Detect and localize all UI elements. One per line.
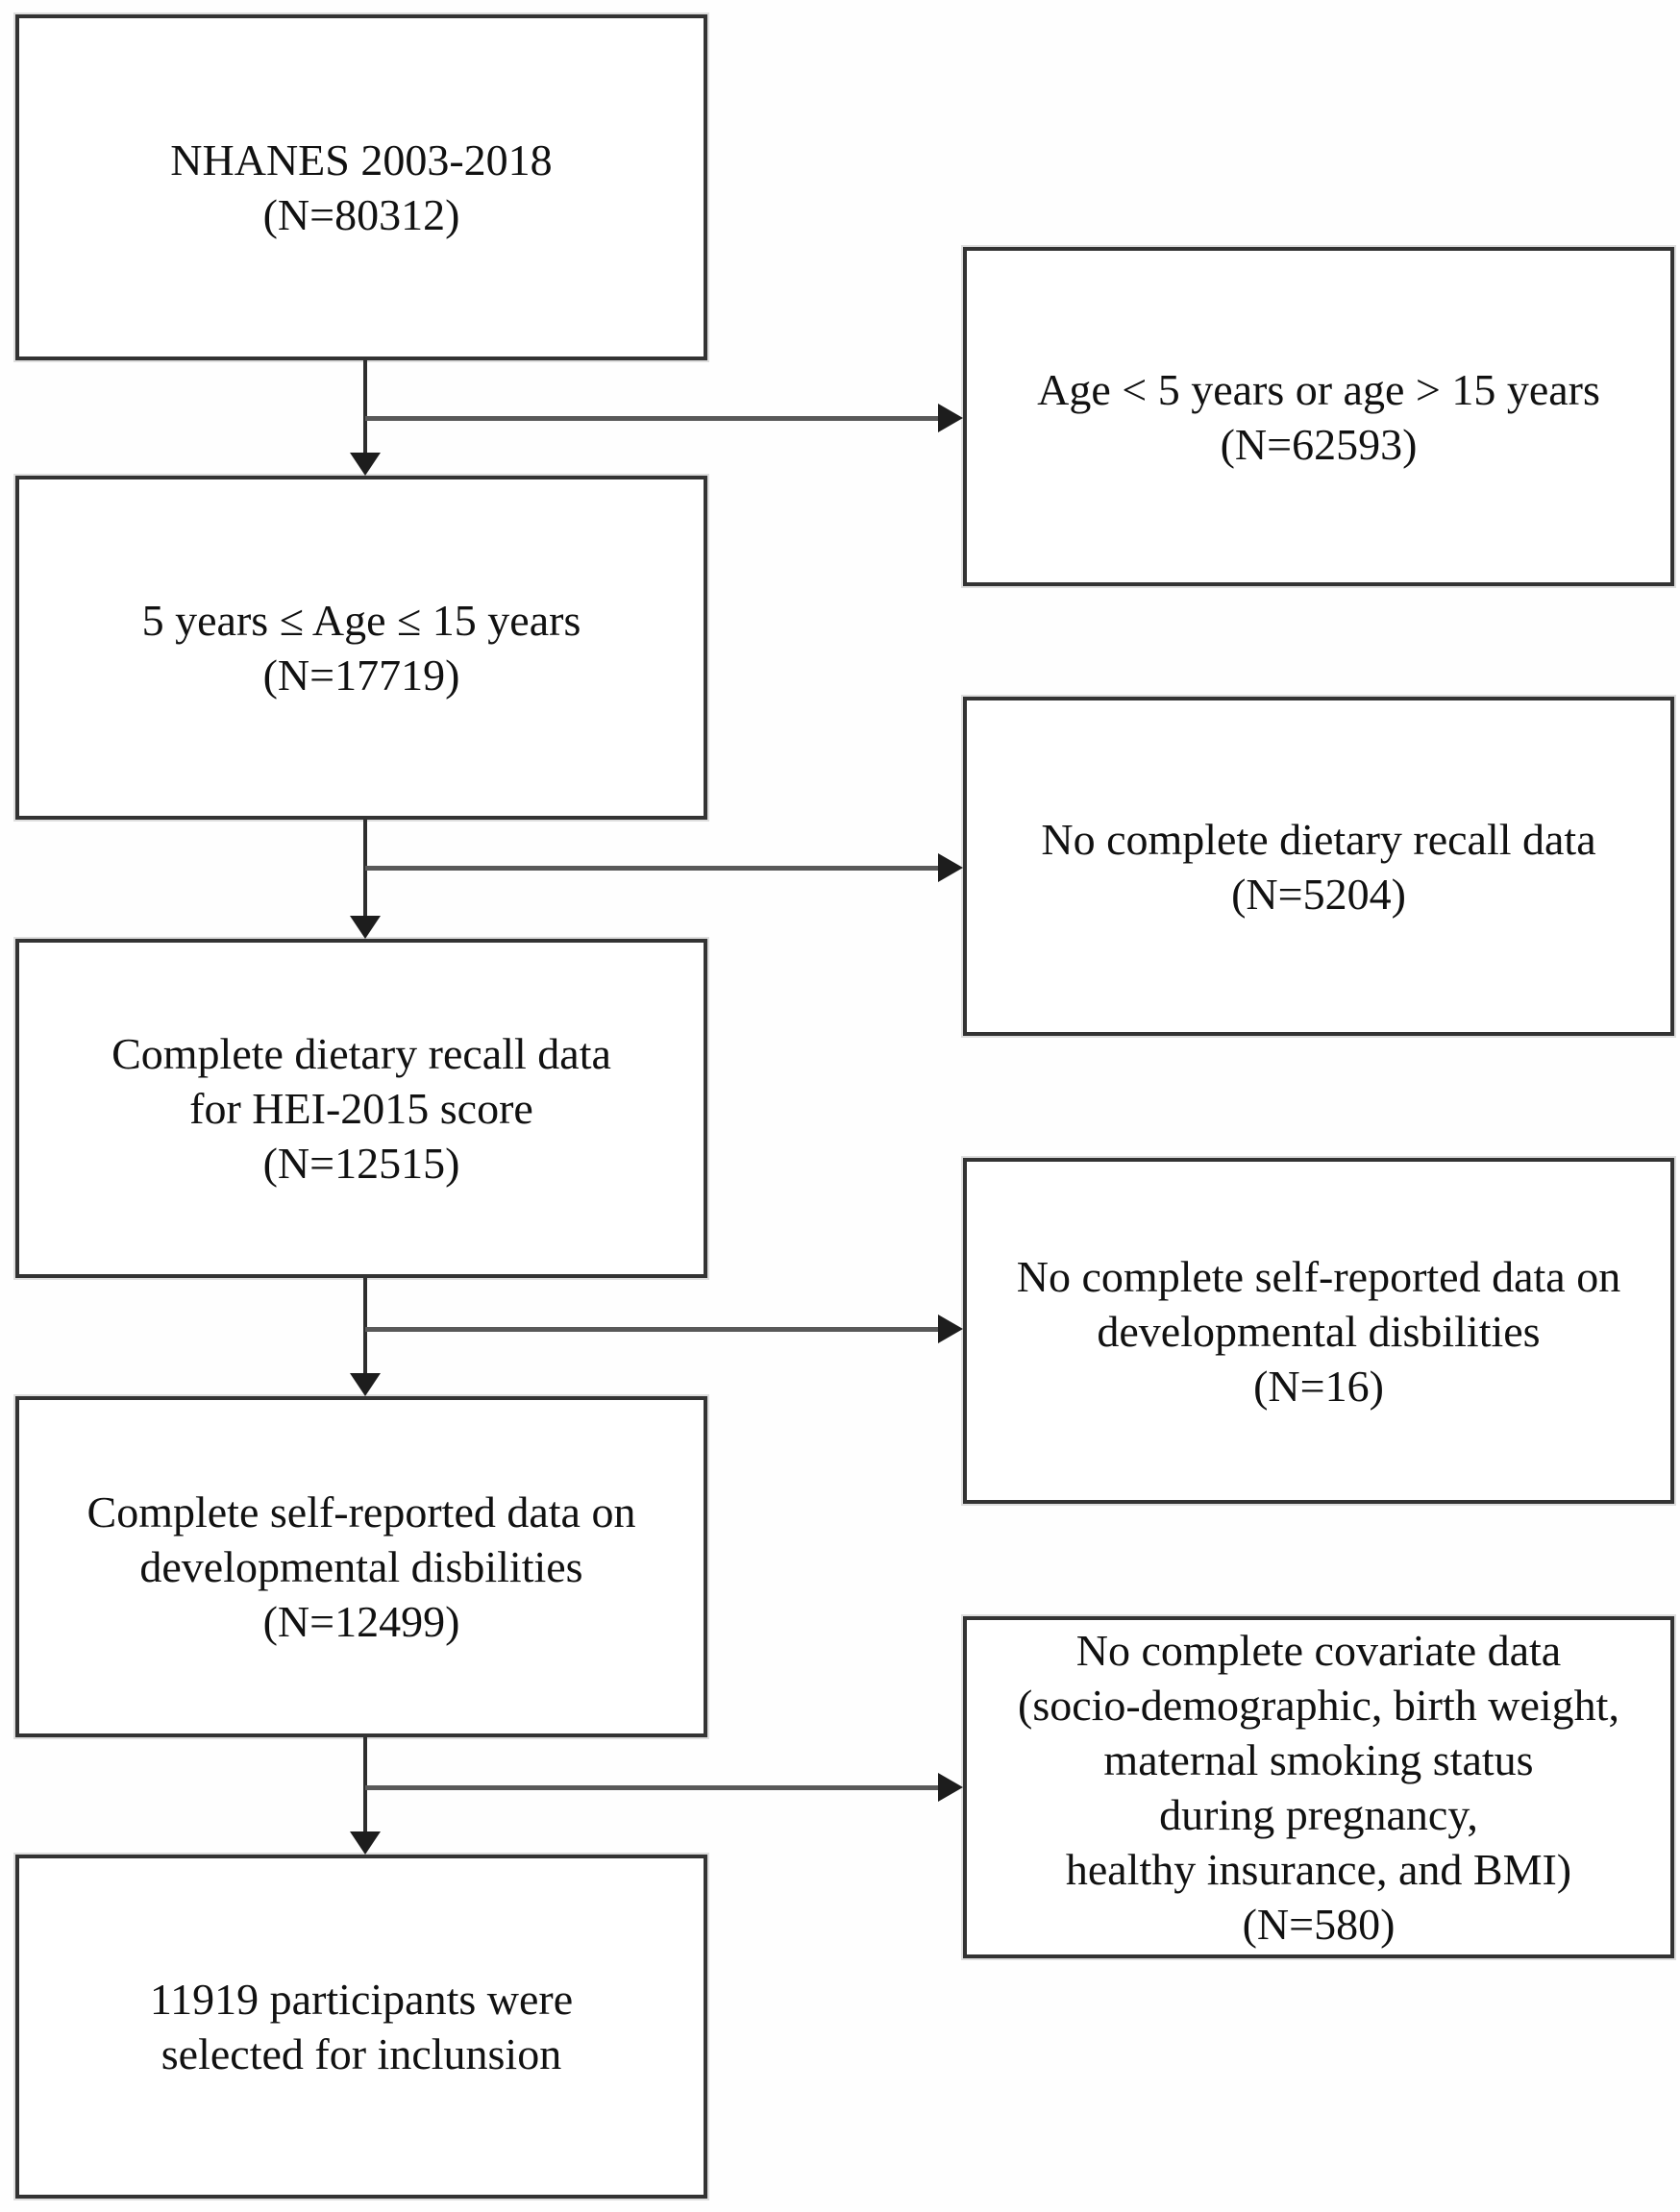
box-text-line: No complete self-reported data on — [1016, 1251, 1621, 1301]
box-text-line: 11919 participants were — [149, 1975, 574, 2024]
arrowhead-down-icon — [350, 1831, 381, 1855]
box-text-line: healthy insurance, and BMI) — [1065, 1845, 1572, 1894]
box-text-line: (socio-demographic, birth weight, — [1018, 1681, 1619, 1730]
arrowhead-right-icon — [938, 853, 963, 882]
box-text-line: Age < 5 years or age > 15 years — [1037, 364, 1600, 414]
box-text-line: Complete self-reported data on — [86, 1487, 636, 1536]
box-text-line: 5 years ≤ Age ≤ 15 years — [141, 596, 581, 645]
connector-down-1 — [363, 360, 367, 454]
connector-down-4 — [363, 1737, 367, 1832]
box-excluded-self-reported: No complete self-reported data on develo… — [963, 1158, 1674, 1504]
box-text-line: (N=17719) — [262, 651, 460, 700]
arrowhead-down-icon — [350, 1373, 381, 1396]
box-text-line: selected for inclunsion — [161, 2029, 562, 2078]
box-text-line: maternal smoking status — [1103, 1735, 1534, 1784]
box-final-inclusion: 11919 participants were selected for inc… — [15, 1855, 707, 2199]
branch-arrow-3 — [365, 1327, 938, 1332]
box-text-line: (N=62593) — [1220, 419, 1418, 469]
branch-arrow-1 — [365, 416, 938, 421]
box-text-line: (N=12499) — [262, 1597, 460, 1646]
box-complete-self-reported: Complete self-reported data on developme… — [15, 1396, 707, 1737]
box-text-line: (N=580) — [1242, 1900, 1396, 1949]
box-excluded-age: Age < 5 years or age > 15 years (N=62593… — [963, 247, 1674, 586]
box-text-line: for HEI-2015 score — [189, 1084, 533, 1133]
box-text-line: (N=5204) — [1231, 869, 1406, 919]
box-age-5-to-15: 5 years ≤ Age ≤ 15 years (N=17719) — [15, 476, 707, 820]
branch-arrow-4 — [365, 1785, 938, 1790]
box-text-line: Complete dietary recall data — [111, 1029, 611, 1078]
box-nhanes-2003-2018: NHANES 2003-2018 (N=80312) — [15, 14, 707, 360]
connector-down-3 — [363, 1278, 367, 1374]
arrowhead-down-icon — [350, 453, 381, 476]
arrowhead-down-icon — [350, 916, 381, 939]
arrowhead-right-icon — [938, 404, 963, 432]
arrowhead-right-icon — [938, 1773, 963, 1802]
box-excluded-dietary-recall: No complete dietary recall data (N=5204) — [963, 697, 1674, 1036]
branch-arrow-2 — [365, 866, 938, 871]
box-text-line: during pregnancy, — [1159, 1790, 1478, 1839]
box-text-line: No complete covariate data — [1075, 1626, 1562, 1675]
box-excluded-covariate: No complete covariate data (socio-demogr… — [963, 1616, 1674, 1958]
box-complete-dietary-recall: Complete dietary recall data for HEI-201… — [15, 939, 707, 1278]
arrowhead-right-icon — [938, 1315, 963, 1343]
box-text-line: (N=16) — [1253, 1361, 1384, 1411]
box-text-line: developmental disbilities — [1097, 1306, 1541, 1356]
box-text-line: NHANES 2003-2018 — [170, 135, 553, 184]
box-text-line: developmental disbilities — [139, 1542, 583, 1591]
box-text-line: (N=80312) — [262, 190, 460, 239]
box-text-line: (N=12515) — [262, 1139, 460, 1188]
box-text-line: No complete dietary recall data — [1041, 814, 1596, 864]
